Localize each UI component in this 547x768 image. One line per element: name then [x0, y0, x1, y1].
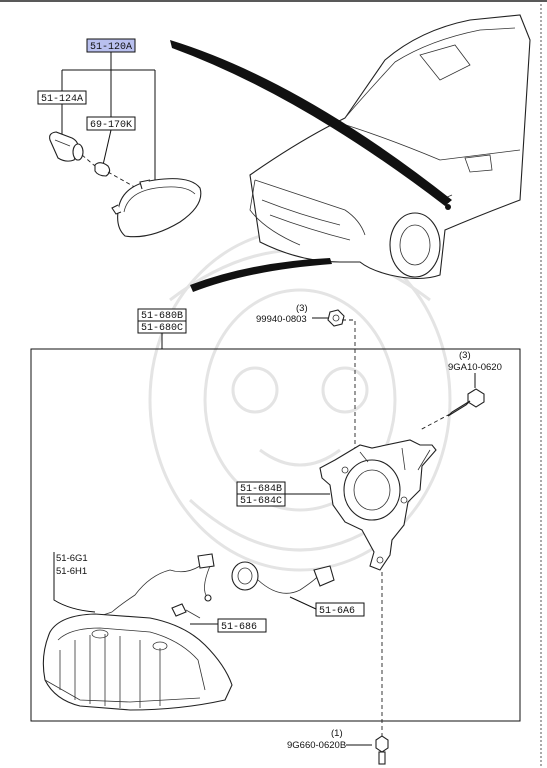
- harness-part: [99, 553, 215, 617]
- assembly-frame: [30, 348, 521, 722]
- label-69-170k: 69-170K: [90, 120, 132, 131]
- label-51-686: 51-686: [221, 622, 257, 633]
- label-51-6a6: 51-6A6: [319, 606, 355, 617]
- callout-arrow-upper: [170, 40, 452, 206]
- wedge-bulb-part: [94, 162, 111, 177]
- label-51-680b: 51-680B: [141, 311, 183, 322]
- label-box-51-6a6[interactable]: [315, 602, 365, 617]
- headlamp-unit-part: [42, 613, 233, 711]
- leader-51-6g1: [53, 552, 96, 613]
- car-illustration: [249, 14, 531, 280]
- leader-69-170k: [102, 129, 112, 166]
- label-9g660-0620b: 9G660-0620B: [287, 740, 346, 751]
- bolt-top-part: [447, 388, 485, 417]
- qty-bolt-top: (3): [459, 350, 471, 361]
- callout-arrow-lower: [190, 258, 332, 292]
- label-51-6g1: 51-6G1: [56, 553, 88, 564]
- mounting-bracket-part: [319, 439, 437, 571]
- label-51-684b: 51-684B: [240, 484, 282, 495]
- clip-install-line: [342, 319, 356, 448]
- label-99940-0803: 99940-0803: [256, 314, 307, 325]
- label-51-680c: 51-680C: [141, 323, 183, 334]
- leader-51-120a: [61, 52, 156, 196]
- bulb-socket-part: [49, 131, 84, 162]
- label-51-6h1: 51-6H1: [56, 566, 87, 577]
- label-51-120a: 51-120A: [90, 42, 132, 53]
- side-lamp-location-dot: [445, 204, 451, 210]
- side-marker-lens-part: [111, 178, 202, 238]
- socket-connector-part: [231, 561, 335, 594]
- label-9ga10-0620: 9GA10-0620: [448, 362, 502, 373]
- label-51-124a: 51-124A: [41, 94, 83, 105]
- qty-bolt-bottom: (1): [331, 728, 343, 739]
- qty-clip: (3): [296, 303, 308, 314]
- bolt-top-install-line: [419, 413, 451, 431]
- label-box-51-684c[interactable]: [236, 493, 286, 507]
- leader-51-6a6: [289, 596, 317, 610]
- bolt-bottom-part: [375, 735, 389, 765]
- small-bulb-part: [171, 603, 201, 619]
- label-box-51-686[interactable]: [217, 618, 267, 633]
- clip-part: [327, 309, 345, 327]
- assembly-line-marker: [81, 154, 141, 191]
- label-51-684c: 51-684C: [240, 496, 282, 507]
